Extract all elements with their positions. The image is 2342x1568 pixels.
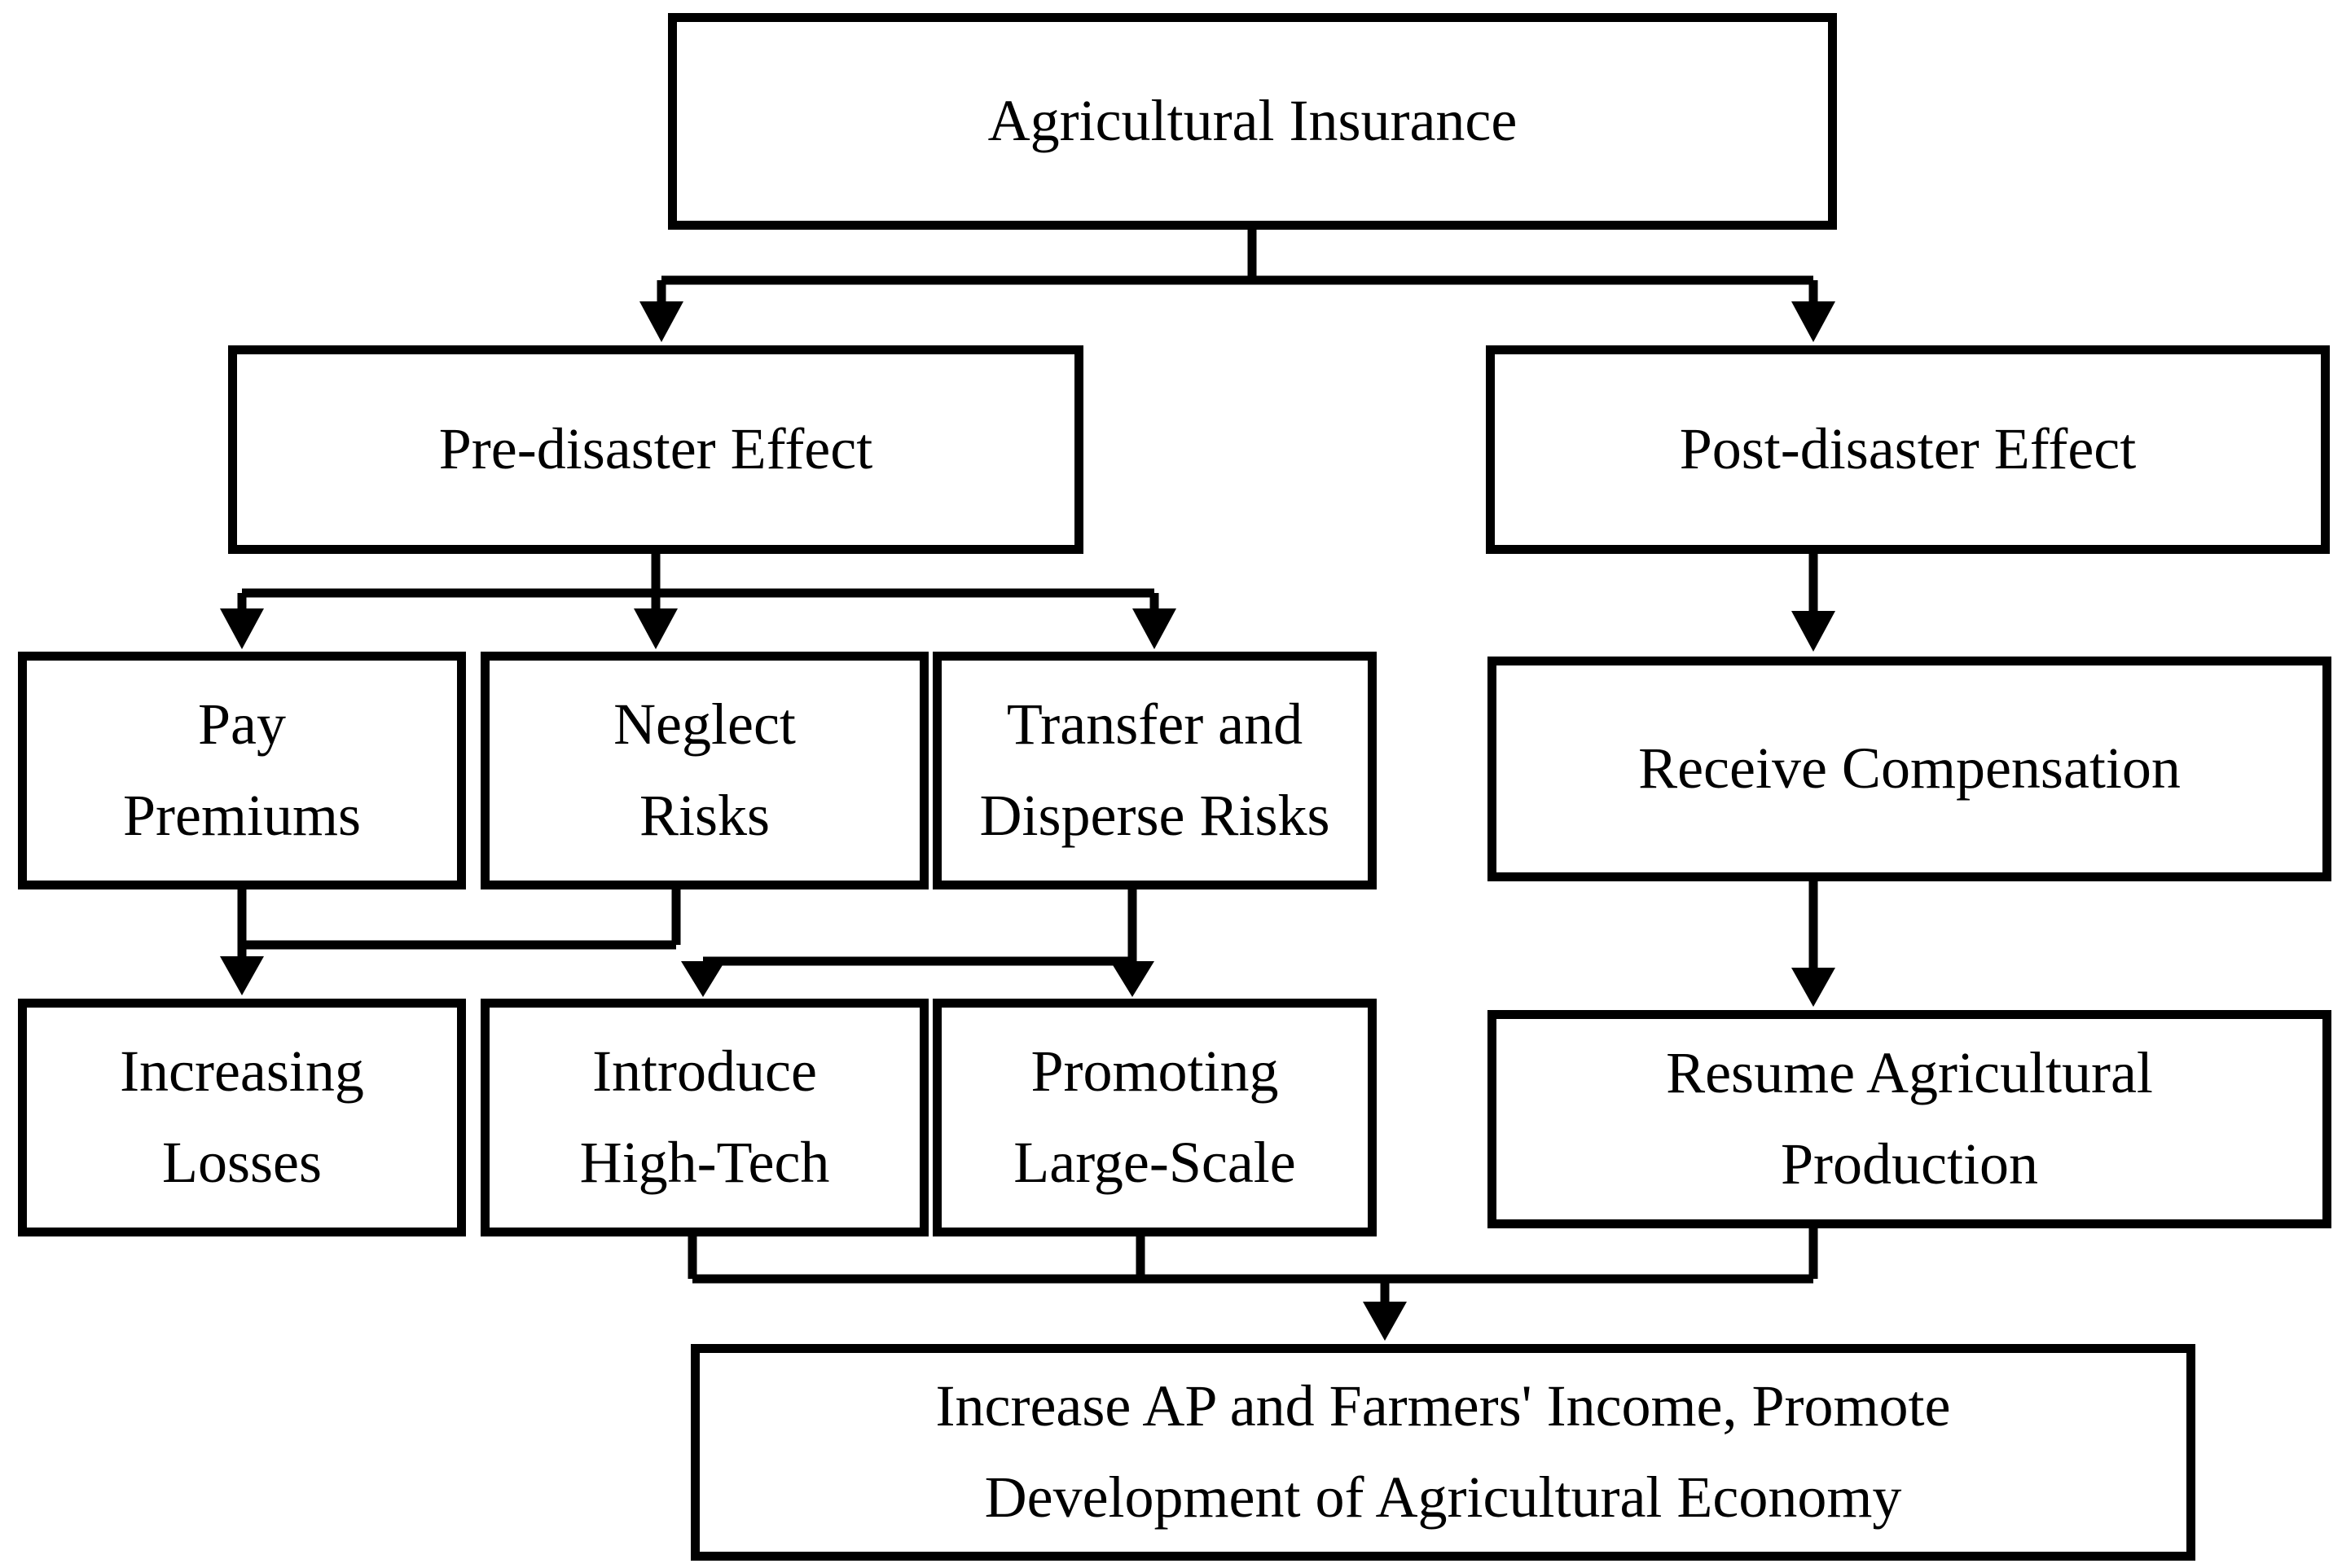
- edge-outcomes-to-increase-ap: [688, 1228, 1818, 1341]
- edge-compensation-to-resume: [1791, 881, 1835, 1007]
- node-resume-agricultural-production-label: Resume Agricultural Production: [1666, 1040, 2153, 1197]
- node-neglect-risks: Neglect Risks: [481, 652, 929, 889]
- node-receive-compensation-label: Receive Compensation: [1638, 736, 2181, 802]
- node-pre-disaster-effect: Pre-disaster Effect: [228, 345, 1083, 554]
- node-resume-agricultural-production: Resume Agricultural Production: [1487, 1010, 2331, 1228]
- node-pay-premiums-label: Pay Premiums: [122, 692, 361, 848]
- node-pay-premiums: Pay Premiums: [18, 652, 466, 889]
- node-increasing-losses: Increasing Losses: [18, 999, 466, 1236]
- node-increasing-losses-label: Increasing Losses: [120, 1039, 364, 1195]
- edge-transfer-to-hightech-largescale: [681, 889, 1154, 997]
- node-introduce-high-tech-label: Introduce High-Tech: [579, 1039, 830, 1195]
- node-neglect-risks-label: Neglect Risks: [613, 692, 796, 848]
- node-post-disaster-effect: Post-disaster Effect: [1486, 345, 2330, 554]
- node-post-disaster-effect-label: Post-disaster Effect: [1679, 416, 2137, 482]
- node-promoting-large-scale: Promoting Large-Scale: [933, 999, 1377, 1236]
- node-transfer-disperse-risks: Transfer and Disperse Risks: [933, 652, 1377, 889]
- node-receive-compensation: Receive Compensation: [1487, 657, 2331, 881]
- node-agricultural-insurance: Agricultural Insurance: [668, 13, 1837, 230]
- edge-insurance-to-effects: [639, 230, 1835, 342]
- edge-pre-disaster-to-risks: [220, 554, 1176, 649]
- node-transfer-disperse-risks-label: Transfer and Disperse Risks: [979, 692, 1330, 848]
- node-increase-ap-income-label: Increase AP and Farmers' Income, Promote…: [935, 1373, 1951, 1530]
- node-promoting-large-scale-label: Promoting Large-Scale: [1013, 1039, 1296, 1195]
- edge-premiums-neglect-to-losses: [220, 889, 681, 995]
- node-agricultural-insurance-label: Agricultural Insurance: [987, 88, 1518, 154]
- edge-post-disaster-to-compensation: [1791, 554, 1835, 652]
- node-pre-disaster-effect-label: Pre-disaster Effect: [438, 416, 873, 482]
- node-introduce-high-tech: Introduce High-Tech: [481, 999, 929, 1236]
- node-increase-ap-income: Increase AP and Farmers' Income, Promote…: [691, 1344, 2195, 1561]
